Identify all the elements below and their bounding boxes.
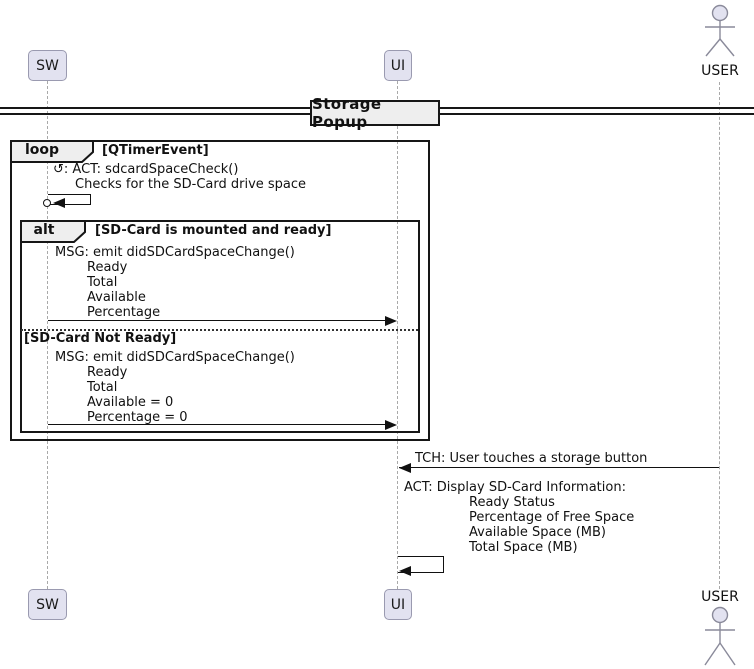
touch-message: TCH: User touches a storage button bbox=[415, 451, 648, 466]
lifeline-user bbox=[719, 82, 720, 589]
not-ready-msg-line: MSG: emit didSDCardSpaceChange() bbox=[55, 350, 295, 365]
display-message-detail: Available Space (MB) bbox=[469, 525, 607, 540]
alt-frame bbox=[20, 220, 420, 433]
display-self-arrowhead bbox=[399, 566, 411, 576]
touch-arrow-line bbox=[399, 467, 719, 468]
ready-msg-line: Total bbox=[87, 275, 118, 290]
divider-title: Storage Popup bbox=[310, 95, 440, 131]
loop-keyword: loop bbox=[24, 142, 60, 158]
ready-msg-line: Percentage bbox=[87, 305, 161, 320]
participant-sw-bottom: SW bbox=[28, 589, 67, 620]
display-message-detail: Ready Status bbox=[469, 495, 555, 510]
alt-condition-ready: [SD-Card is mounted and ready] bbox=[95, 223, 332, 238]
repeat-icon: ↺ bbox=[53, 162, 64, 177]
timer-self-arrow bbox=[48, 194, 91, 205]
timer-message-line1: ↺: ACT: sdcardSpaceCheck() bbox=[53, 162, 238, 177]
not-ready-msg-line: Ready bbox=[87, 365, 128, 380]
loop-pentagon bbox=[10, 140, 94, 163]
user-actor-label-bottom: USER bbox=[701, 589, 739, 605]
display-self-arrow bbox=[398, 556, 444, 573]
timer-self-arrowhead bbox=[53, 198, 65, 208]
not-ready-arrow-line bbox=[48, 424, 387, 425]
lifeline-sw bbox=[47, 81, 48, 589]
alt-keyword: alt bbox=[33, 222, 55, 238]
user-actor-icon bbox=[705, 4, 735, 57]
lifeline-ui bbox=[397, 81, 398, 589]
ready-msg-line: Ready bbox=[87, 260, 128, 275]
display-message-title: ACT: Display SD-Card Information: bbox=[404, 480, 626, 495]
not-ready-msg-line: Total bbox=[87, 380, 118, 395]
timer-message-line2: Checks for the SD-Card drive space bbox=[75, 177, 307, 192]
ready-msg-line: MSG: emit didSDCardSpaceChange() bbox=[55, 245, 295, 260]
ready-arrow-line bbox=[48, 320, 387, 321]
touch-arrowhead bbox=[399, 463, 411, 473]
participant-sw-top: SW bbox=[28, 50, 67, 81]
display-message-detail: Total Space (MB) bbox=[469, 540, 578, 555]
not-ready-arrowhead bbox=[385, 420, 397, 430]
timer-end-circle bbox=[43, 199, 51, 207]
ready-msg-line: Available bbox=[87, 290, 146, 305]
alt-condition-not-ready: [SD-Card Not Ready] bbox=[24, 331, 177, 346]
ready-arrowhead bbox=[385, 316, 397, 326]
loop-condition: [QTimerEvent] bbox=[102, 143, 209, 158]
user-actor-label-top: USER bbox=[701, 63, 739, 79]
display-message-detail: Percentage of Free Space bbox=[469, 510, 635, 525]
user-actor-icon-bottom bbox=[704, 606, 736, 666]
not-ready-msg-line: Percentage = 0 bbox=[87, 410, 188, 425]
participant-ui-bottom: UI bbox=[384, 589, 412, 620]
alt-separator bbox=[21, 329, 418, 331]
alt-pentagon bbox=[20, 220, 86, 243]
timer-message-text: : ACT: sdcardSpaceCheck() bbox=[63, 162, 239, 177]
not-ready-msg-line: Available = 0 bbox=[87, 395, 174, 410]
participant-ui-top: UI bbox=[384, 50, 412, 81]
loop-frame bbox=[10, 140, 430, 441]
